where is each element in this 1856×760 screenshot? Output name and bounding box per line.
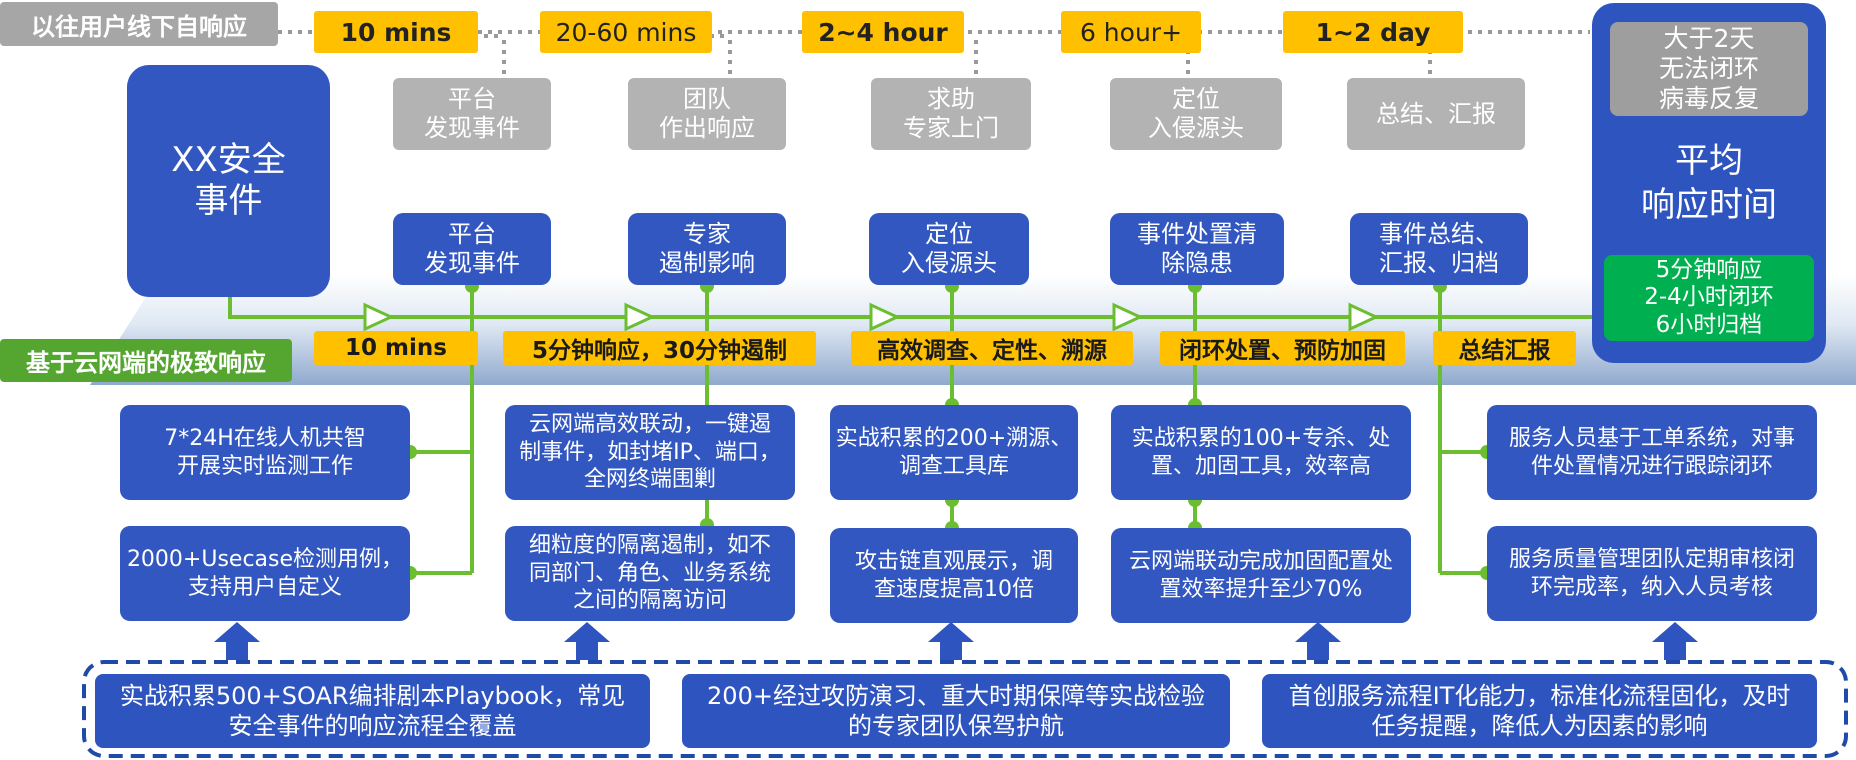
security-event-box: XX安全 事件 (127, 65, 330, 297)
capability-container (82, 660, 1848, 758)
detail-3a: 实战积累的200+溯源、 调查工具库 (830, 405, 1078, 500)
detail-5b: 服务质量管理团队定期审核闭 环完成率，纳入人员考核 (1487, 526, 1817, 621)
detail-1b: 2000+Usecase检测用例， 支持用户自定义 (120, 526, 410, 621)
detail-1a: 7*24H在线人机共智 开展实时监测工作 (120, 405, 410, 500)
cloud-step-5: 事件总结、 汇报、归档 (1350, 213, 1528, 285)
detail-4b: 云网端联动完成加固配置处 置效率提升至少70% (1111, 528, 1411, 623)
legacy-time-4: 6 hour+ (1061, 11, 1201, 53)
flow-arrows (363, 302, 1380, 332)
detail-5a: 服务人员基于工单系统，对事 件处置情况进行跟踪闭环 (1487, 405, 1817, 500)
cloud-step-3: 定位 入侵源头 (869, 213, 1029, 285)
legacy-response-label: 以往用户线下自响应 (0, 2, 278, 46)
legacy-step-2: 团队 作出响应 (628, 78, 786, 150)
cloud-outcome: 5分钟响应 2-4小时闭环 6小时归档 (1604, 255, 1814, 341)
cloud-response-label: 基于云网端的极致响应 (0, 339, 292, 382)
phase-tag-4: 闭环处置、预防加固 (1160, 331, 1405, 365)
phase-tag-5: 总结汇报 (1433, 331, 1576, 365)
capability-it-process: 首创服务流程IT化能力，标准化流程固化，及时 任务提醒，降低人为因素的影响 (1262, 674, 1817, 748)
legacy-time-2: 20-60 mins (540, 11, 712, 53)
detail-2a: 云网端高效联动，一键遏 制事件，如封堵IP、端口， 全网终端围剿 (505, 405, 795, 500)
up-arrows (214, 622, 1698, 660)
detail-3b: 攻击链直观展示，调 查速度提高10倍 (830, 528, 1078, 623)
legacy-step-3: 求助 专家上门 (871, 78, 1031, 150)
legacy-outcome: 大于2天 无法闭环 病毒反复 (1610, 22, 1808, 116)
legacy-time-3: 2~4 hour (802, 11, 964, 53)
phase-tag-3: 高效调查、定性、溯源 (851, 331, 1133, 365)
phase-tag-1: 10 mins (314, 331, 478, 365)
detail-2b: 细粒度的隔离遏制，如不 同部门、角色、业务系统 之间的隔离访问 (505, 526, 795, 621)
cloud-step-2: 专家 遏制影响 (628, 213, 786, 285)
cloud-step-4: 事件处置清 除隐患 (1110, 213, 1284, 285)
capability-expert-team: 200+经过攻防演习、重大时期保障等实战检验 的专家团队保驾护航 (682, 674, 1230, 748)
legacy-step-4: 定位 入侵源头 (1110, 78, 1282, 150)
avg-response-time-title: 平均 响应时间 (1641, 140, 1777, 225)
cloud-step-1: 平台 发现事件 (393, 213, 551, 285)
phase-tag-2: 5分钟响应，30分钟遏制 (503, 331, 816, 365)
detail-4a: 实战积累的100+专杀、处 置、加固工具，效率高 (1111, 405, 1411, 500)
legacy-step-5: 总结、汇报 (1347, 78, 1525, 150)
capability-soar: 实战积累500+SOAR编排剧本Playbook，常见 安全事件的响应流程全覆盖 (95, 674, 650, 748)
legacy-time-1: 10 mins (314, 11, 478, 53)
legacy-step-1: 平台 发现事件 (393, 78, 551, 150)
response-time-panel: 大于2天 无法闭环 病毒反复 平均 响应时间 5分钟响应 2-4小时闭环 6小时… (1592, 3, 1826, 363)
legacy-time-5: 1~2 day (1283, 11, 1463, 53)
